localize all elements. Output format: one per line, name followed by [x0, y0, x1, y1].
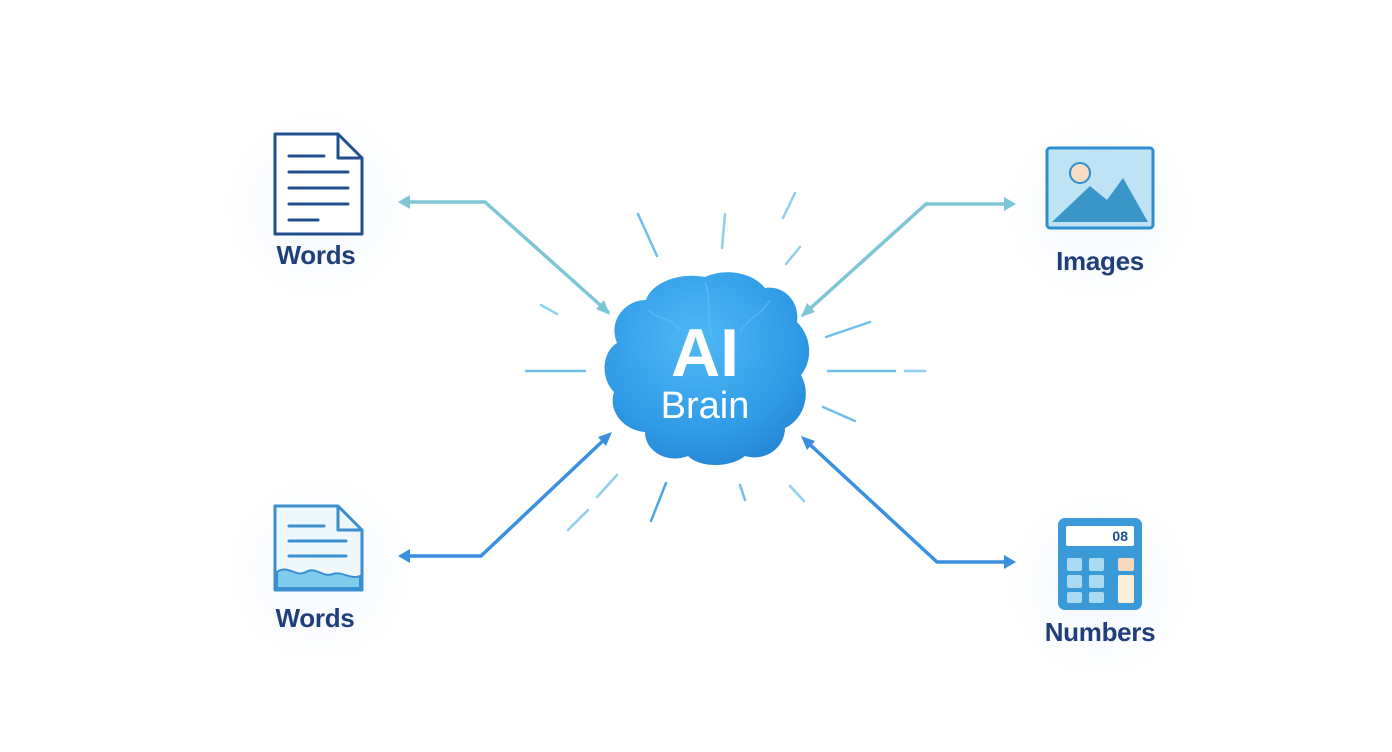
arrow-words-bottom: [398, 432, 612, 563]
arrow-numbers: [801, 436, 1016, 569]
node-label-images: Images: [1056, 246, 1144, 276]
calculator-icon: 08: [1058, 518, 1142, 610]
ai-brain-node: AI Brain: [604, 272, 810, 465]
image-icon: [1045, 146, 1155, 230]
radiating-lines: [524, 191, 927, 532]
node-label-words-top: Words: [276, 240, 356, 270]
node-label-words-bottom: Words: [275, 603, 355, 633]
arrow-images: [801, 197, 1016, 317]
calculator-display: 08: [1112, 528, 1128, 544]
node-label-numbers: Numbers: [1044, 617, 1156, 647]
arrow-words-top: [398, 195, 610, 315]
brain-title: AI: [671, 315, 739, 391]
brain-subtitle: Brain: [661, 385, 750, 427]
document-chart-icon: [273, 504, 364, 592]
document-icon: [273, 132, 364, 236]
